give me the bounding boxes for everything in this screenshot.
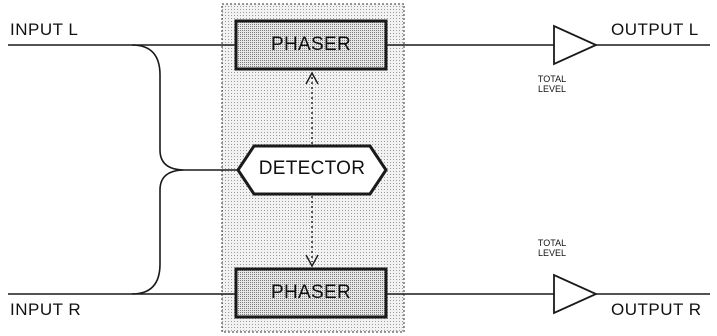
total-level-top-line1: TOTAL — [537, 74, 567, 84]
total-level-bottom-label: TOTAL LEVEL — [527, 238, 577, 258]
total-level-top-label: TOTAL LEVEL — [527, 74, 577, 94]
total-level-bottom-triangle — [553, 273, 599, 315]
total-level-top-triangle — [553, 24, 599, 66]
input-sum-brace — [131, 44, 238, 295]
phaser-top-label: PHASER — [271, 34, 351, 55]
total-level-bottom-line1: TOTAL — [537, 238, 567, 248]
input-l-label: INPUT L — [10, 20, 79, 39]
arrowhead-down — [305, 254, 319, 268]
detector-label: DETECTOR — [258, 158, 366, 179]
arrowhead-up — [305, 71, 319, 85]
phaser-bottom-box — [234, 267, 388, 319]
detector-hexagon — [236, 144, 388, 196]
phaser-top-box — [234, 19, 388, 71]
output-l-label: OUTPUT L — [611, 20, 699, 39]
input-r-label: INPUT R — [10, 300, 82, 319]
total-level-top-line2: LEVEL — [537, 84, 567, 94]
phaser-bottom-label: PHASER — [271, 282, 351, 303]
output-r-label: OUTPUT R — [611, 300, 702, 319]
total-level-bottom-line2: LEVEL — [537, 248, 567, 258]
